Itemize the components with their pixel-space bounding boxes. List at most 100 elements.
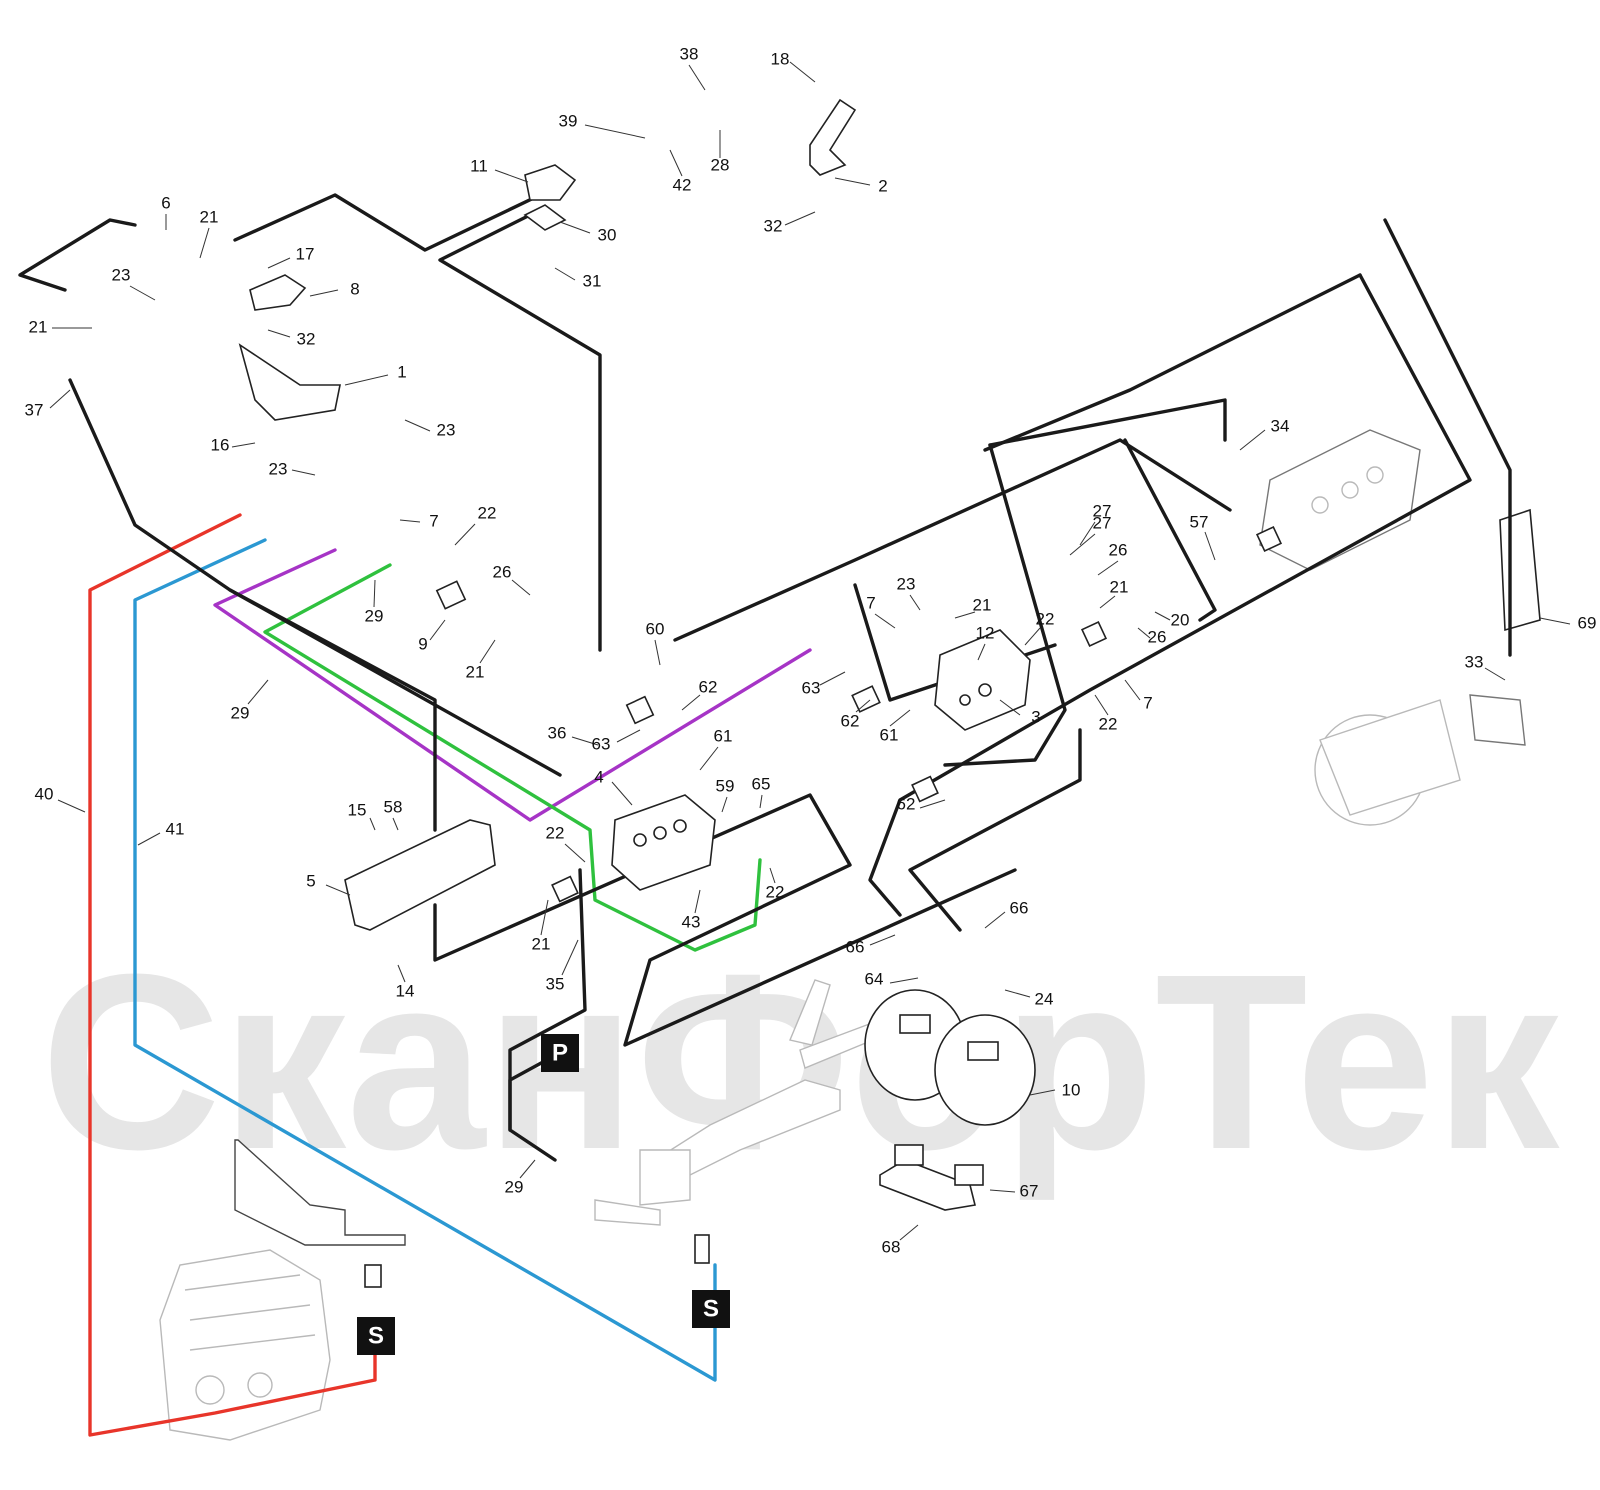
callout-leader <box>694 889 701 914</box>
part-callout: 21 <box>29 317 48 336</box>
part-callout: 68 <box>882 1237 901 1256</box>
part-callout: 23 <box>897 574 916 593</box>
callout-leader <box>759 794 763 809</box>
part-callout: 20 <box>1171 610 1190 629</box>
hose-black-8 <box>988 398 1227 447</box>
handle-2 <box>809 98 857 176</box>
marker-label: S <box>703 1295 719 1322</box>
part-callout: 6 <box>161 193 170 212</box>
bracket-69 <box>1499 508 1541 632</box>
callout-leader <box>399 519 421 523</box>
hose-black-p <box>508 1048 567 1162</box>
part-callout: 17 <box>296 244 315 263</box>
part-callout: 22 <box>1036 609 1055 628</box>
marker-box <box>541 1034 579 1072</box>
callout-leader <box>540 899 549 936</box>
hose-black-5 <box>228 588 437 832</box>
callout-leader <box>688 64 706 91</box>
part-callout: 59 <box>716 776 735 795</box>
part-callout: 60 <box>646 619 665 638</box>
callout-leader <box>494 169 529 183</box>
part-callout: 32 <box>297 329 316 348</box>
callout-leader <box>325 884 351 896</box>
leader-layer <box>49 61 1571 1241</box>
part-callout: 65 <box>752 774 771 793</box>
callout-leader <box>511 579 531 596</box>
part-callout: 42 <box>673 175 692 194</box>
callout-leader <box>999 699 1021 716</box>
part-callout: 21 <box>200 207 219 226</box>
part-callout: 29 <box>365 606 384 625</box>
fittings <box>364 525 1283 1288</box>
valve-block-right <box>1259 429 1421 571</box>
hose-black-2 <box>233 193 542 252</box>
part-callout: 7 <box>866 593 875 612</box>
callout-leader <box>267 329 291 338</box>
callout-leader <box>137 832 161 846</box>
part-callout: 11 <box>470 156 488 175</box>
part-callout: 63 <box>592 734 611 753</box>
hose-layer <box>18 193 1512 1437</box>
line-marker-p: P <box>541 1034 579 1072</box>
hose-black-13 <box>868 273 1472 917</box>
line-29-purple <box>213 548 812 822</box>
part-callout: 23 <box>112 265 131 284</box>
hose-black-14 <box>908 728 1082 932</box>
hose-black-10 <box>1123 438 1217 622</box>
hose-black-4 <box>68 378 562 777</box>
part-callout: 24 <box>1035 989 1054 1008</box>
part-callout: 16 <box>211 435 230 454</box>
parts-layer <box>238 98 1283 1288</box>
part-callout: 23 <box>437 420 456 439</box>
part-callout: 67 <box>1020 1181 1039 1200</box>
part-callout: 22 <box>478 503 497 522</box>
callout-leader <box>869 934 896 946</box>
part-callout: 58 <box>384 797 403 816</box>
callout-leader <box>564 843 586 863</box>
plate-30 <box>523 204 567 231</box>
part-callout: 22 <box>546 823 565 842</box>
part-callout: 22 <box>1099 714 1118 733</box>
callout-leader <box>1137 627 1151 639</box>
part-callout: 12 <box>976 623 995 642</box>
part-callout: 21 <box>466 662 485 681</box>
suction-line-41 <box>133 538 717 1382</box>
marker-box <box>692 1290 730 1328</box>
callout-leader <box>1099 595 1116 609</box>
callout-leader <box>984 911 1006 929</box>
part-callout: 2 <box>878 176 887 195</box>
callout-leader <box>1484 667 1506 681</box>
part-callout: 34 <box>1271 416 1290 435</box>
callout-leader <box>373 579 376 608</box>
callout-leader <box>199 227 210 259</box>
callout-leader <box>1539 617 1571 625</box>
callout-leader <box>616 729 641 743</box>
part-callout: 3 <box>1031 707 1040 726</box>
part-callout: 21 <box>1110 577 1129 596</box>
callout-leader <box>889 977 919 984</box>
pedal-bracket <box>594 979 886 1226</box>
callout-leader <box>919 799 946 809</box>
marker-box <box>357 1317 395 1355</box>
part-callout: 32 <box>764 216 783 235</box>
callout-leader <box>1097 560 1119 576</box>
part-callout: 9 <box>418 634 427 653</box>
hose-black-1 <box>18 218 137 292</box>
part-callout: 61 <box>714 726 733 745</box>
part-callout: 43 <box>682 912 701 931</box>
part-callout: 63 <box>802 678 821 697</box>
part-callout: 4 <box>594 767 603 786</box>
hose-black-16 <box>983 273 1362 452</box>
callout-leader <box>654 639 661 666</box>
part-callout: 62 <box>841 711 860 730</box>
hose-black-6 <box>433 793 1017 1047</box>
pressure-line-40 <box>88 513 377 1437</box>
callout-leader <box>309 289 339 297</box>
callout-leader <box>874 613 896 629</box>
part-callout: 57 <box>1190 512 1209 531</box>
part-callout: 69 <box>1578 613 1597 632</box>
part-callout: 62 <box>897 794 916 813</box>
part-callout: 22 <box>766 882 785 901</box>
callout-leader <box>699 746 719 771</box>
callout-leader <box>834 177 871 186</box>
